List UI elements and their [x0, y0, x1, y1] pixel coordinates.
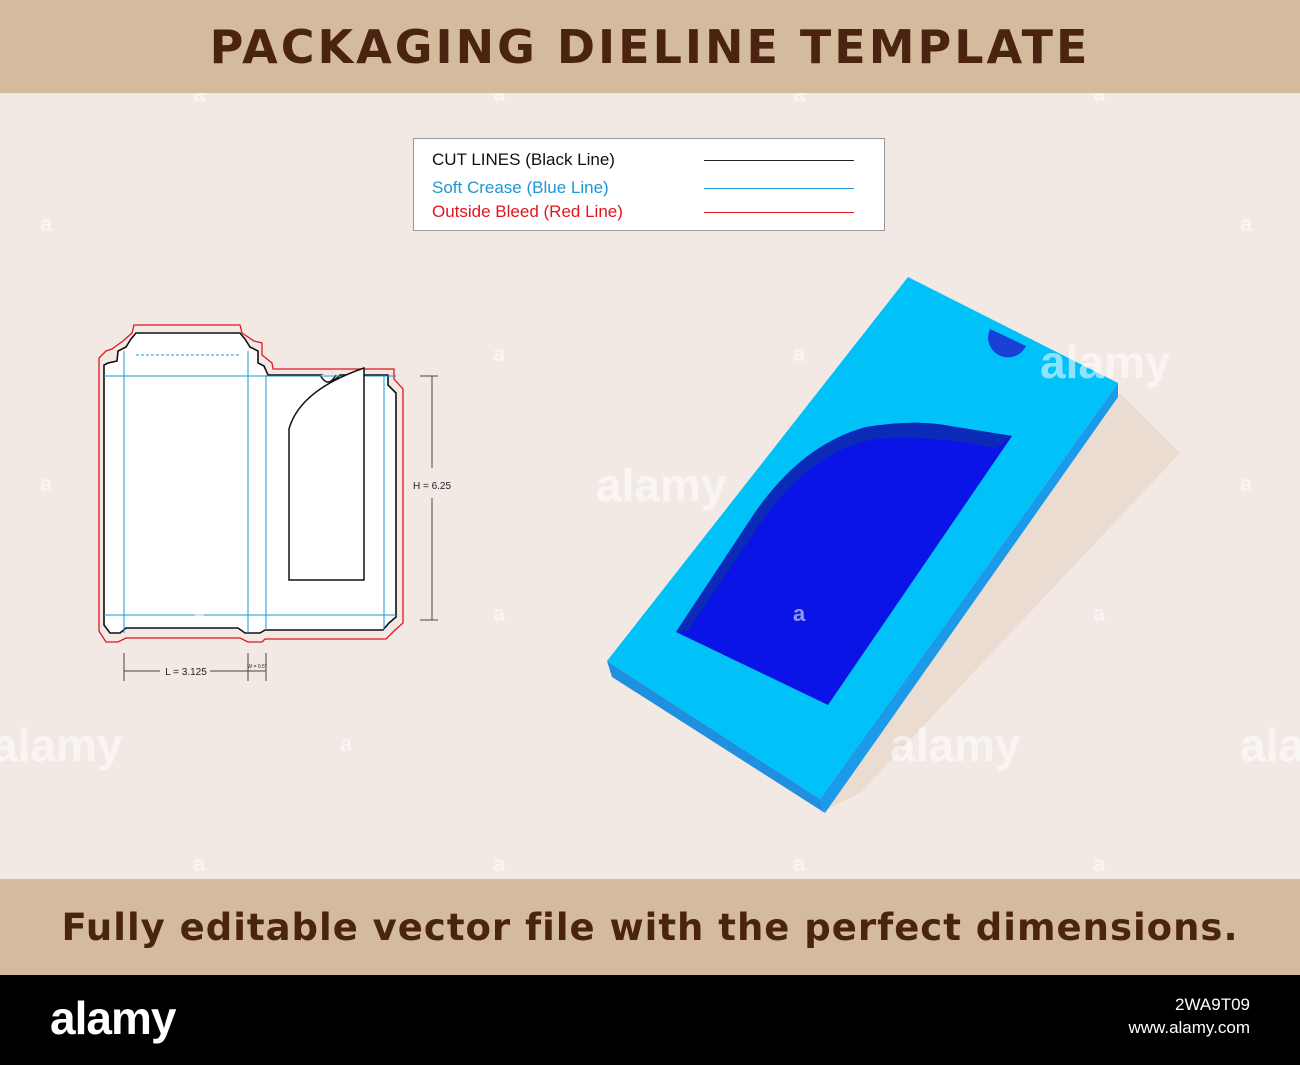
stock-id-block: 2WA9T09 www.alamy.com	[1128, 993, 1250, 1039]
legend-crease-label: Soft Crease (Blue Line)	[432, 178, 609, 197]
legend-row-cut: CUT LINES (Black Line)	[432, 150, 854, 170]
watermark-letter: a	[1093, 93, 1106, 106]
content-area: H = 6.25 L = 3.125 W = 0.5"	[0, 93, 1300, 879]
watermark-letter: a	[793, 851, 806, 876]
height-dimension	[420, 375, 438, 621]
watermark-letter: a	[493, 601, 506, 626]
watermark-letter: a	[1240, 211, 1253, 236]
watermark-text: alamy	[1040, 336, 1171, 388]
box-mockup	[607, 277, 1180, 813]
legend-box: CUT LINES (Black Line) Soft Crease (Blue…	[413, 138, 885, 231]
watermark-text: alamy	[890, 719, 1021, 771]
crease-line-swatch	[704, 188, 854, 189]
box-thumb-notch	[988, 329, 1026, 358]
watermark-letter: a	[493, 93, 506, 106]
legend-bleed-label: Outside Bleed (Red Line)	[432, 202, 623, 221]
window-cutout	[288, 366, 365, 581]
watermark-letter: a	[40, 211, 53, 236]
stock-footer: alamy 2WA9T09 www.alamy.com	[0, 975, 1300, 1065]
watermark-letter: a	[793, 93, 806, 106]
width-label: W = 0.5"	[247, 664, 266, 670]
length-dimension	[123, 653, 267, 681]
box-window-depth	[676, 422, 1012, 632]
legend-row-bleed: Outside Bleed (Red Line)	[432, 202, 854, 222]
watermark-letter: a	[493, 341, 506, 366]
site-url: www.alamy.com	[1128, 1018, 1250, 1037]
box-window	[676, 422, 1012, 705]
length-label: L = 3.125	[165, 667, 207, 678]
watermark-text: alamy	[1240, 719, 1300, 771]
page-title: PACKAGING DIELINE TEMPLATE	[209, 19, 1091, 74]
legend-cut-label: CUT LINES (Black Line)	[432, 150, 615, 169]
watermark-letter: a	[193, 851, 206, 876]
bottom-banner: Fully editable vector file with the perf…	[0, 879, 1300, 975]
thumb-notch	[319, 374, 337, 383]
bleed-line-swatch	[704, 212, 854, 213]
watermark-letter: a	[40, 471, 53, 496]
watermarks: a a a a a a a a alamy a alamy a a a a a …	[0, 93, 1300, 876]
legend-row-crease: Soft Crease (Blue Line)	[432, 178, 854, 198]
watermark-letter: a	[493, 851, 506, 876]
watermark-letter: a	[793, 601, 806, 626]
watermark-letter: a	[193, 93, 206, 106]
illustration-canvas: H = 6.25 L = 3.125 W = 0.5"	[0, 93, 1300, 876]
watermark-letter: a	[340, 731, 353, 756]
dieline-drawing: H = 6.25 L = 3.125 W = 0.5"	[98, 324, 452, 681]
top-banner: PACKAGING DIELINE TEMPLATE	[0, 0, 1300, 93]
tagline: Fully editable vector file with the perf…	[61, 905, 1239, 949]
watermark-text: alamy	[0, 719, 123, 771]
watermark-text: alamy	[596, 459, 727, 511]
box-side-right	[820, 383, 1118, 813]
watermark-letter: a	[1093, 851, 1106, 876]
watermark-letter: a	[193, 601, 206, 626]
bleed-outline	[98, 324, 404, 643]
cut-line-swatch	[704, 160, 854, 161]
watermark-letter: a	[793, 341, 806, 366]
stock-logo: alamy	[50, 992, 176, 1044]
height-label: H = 6.25	[413, 481, 452, 492]
box-shadow	[820, 393, 1180, 813]
watermark-letter: a	[1240, 471, 1253, 496]
watermark-letter: a	[1093, 601, 1106, 626]
box-side-bottom	[607, 661, 825, 813]
image-id: 2WA9T09	[1175, 995, 1250, 1014]
